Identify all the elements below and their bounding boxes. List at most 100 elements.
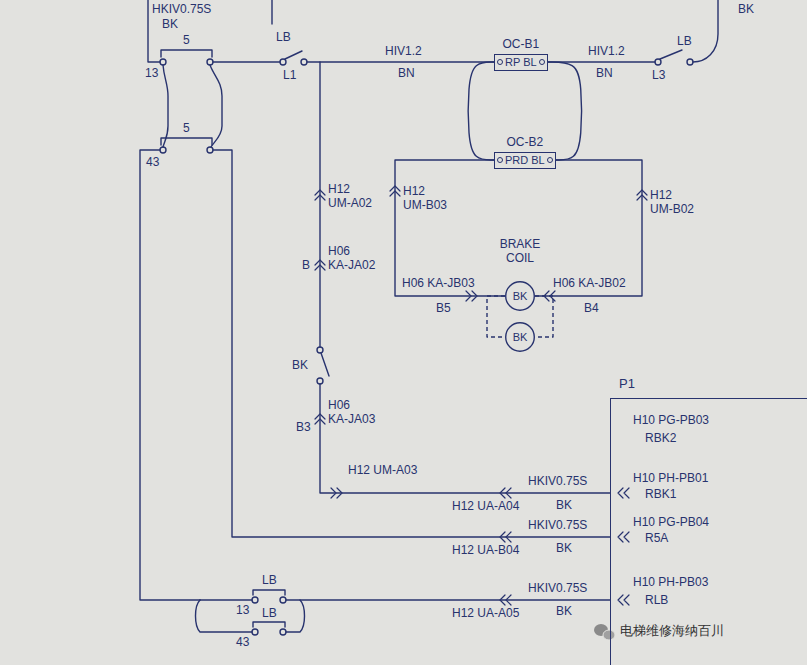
plug-code: H12 — [328, 182, 350, 196]
contact-blade — [321, 353, 329, 376]
signal-name: RLB — [645, 593, 668, 607]
terminal-name: B3 — [296, 420, 311, 434]
coil-label: BK — [513, 331, 528, 344]
terminal-number: L3 — [652, 68, 665, 82]
wire-color: BK — [556, 604, 572, 618]
wire — [210, 65, 222, 147]
plug-symbol — [315, 414, 325, 424]
terminal-number: 13 — [145, 66, 158, 80]
terminal — [252, 597, 258, 603]
terminal — [280, 59, 286, 65]
pin-name: UM-B03 — [403, 198, 447, 212]
pin-name: KA-JA02 — [328, 258, 375, 272]
terminal — [160, 59, 166, 65]
plug-code: H06 — [328, 398, 350, 412]
relay-contact — [253, 590, 285, 595]
wire — [319, 62, 320, 347]
wechat-icon — [594, 624, 615, 640]
coil-title: BRAKE COIL — [492, 237, 548, 265]
connector-box: OC-B2PRD BL — [494, 152, 556, 169]
wire — [196, 600, 253, 632]
contact-name: LB — [262, 573, 277, 587]
plug-symbol — [618, 532, 629, 542]
terminal — [252, 629, 258, 635]
signal-name: RBK1 — [645, 487, 676, 501]
relay-name: 5 — [183, 121, 190, 135]
wire-spec: HIV1.2 — [588, 44, 625, 58]
wire — [163, 65, 168, 147]
relay-contact — [253, 622, 285, 627]
terminal — [207, 147, 213, 153]
connector-box: OC-B1RP BL — [494, 54, 548, 71]
wire — [200, 599, 252, 600]
signal-name: R5A — [645, 531, 668, 545]
box-heading: OC-B1 — [502, 37, 539, 51]
wire — [395, 160, 505, 296]
terminal — [317, 378, 323, 384]
pin-name: H06 KA-JB02 — [553, 276, 626, 290]
coil-circle — [506, 323, 535, 352]
plug-symbol — [618, 488, 629, 498]
terminal-name: B — [302, 258, 310, 272]
brake-coil: BK — [505, 322, 535, 352]
contact-name: BK — [292, 358, 308, 372]
plug-symbol — [315, 260, 325, 270]
contact-blade — [285, 51, 302, 59]
wire-color: BK — [738, 2, 754, 16]
terminal — [280, 629, 286, 635]
terminal-name: B5 — [436, 301, 451, 315]
plug-symbol — [500, 595, 511, 605]
wire-color: BK — [556, 498, 572, 512]
wire — [140, 150, 200, 600]
wire — [548, 62, 582, 160]
pin-name: UM-A02 — [328, 196, 372, 210]
pin-name: H12 UA-A05 — [452, 606, 519, 620]
pin-name: H10 PG-PB04 — [633, 515, 709, 529]
pin-name: H12 UA-A04 — [452, 499, 519, 513]
wire-spec: HIV1.2 — [385, 44, 422, 58]
plug-code: H06 — [328, 244, 350, 258]
contact-name: LB — [677, 34, 692, 48]
wire-spec: HKIV0.75S — [152, 2, 211, 16]
terminal-number: 13 — [236, 603, 249, 617]
wire-spec: HKIV0.75S — [528, 518, 587, 532]
pin-name: H12 UA-B04 — [452, 543, 519, 557]
pin-name: H10 PH-PB01 — [633, 471, 708, 485]
pin-name: KA-JA03 — [328, 412, 375, 426]
terminal-number: L1 — [283, 68, 296, 82]
wire — [487, 296, 505, 337]
wire — [271, 0, 272, 24]
terminal — [655, 59, 661, 65]
signal-name: RBK2 — [645, 431, 676, 445]
wire — [286, 599, 610, 600]
pin-name: UM-B02 — [650, 202, 694, 216]
terminal — [317, 347, 323, 353]
terminal-name: B4 — [584, 301, 599, 315]
wire — [213, 61, 280, 62]
brake-coil: BK — [505, 281, 535, 311]
relay-contact — [161, 138, 212, 145]
wire-color: BN — [596, 66, 613, 80]
wire — [468, 62, 494, 160]
wire-color: BK — [162, 17, 178, 31]
contact-blade — [660, 50, 682, 59]
terminal-number: 43 — [146, 155, 159, 169]
terminal — [207, 59, 213, 65]
box-heading: OC-B2 — [507, 135, 544, 149]
plug-symbol — [500, 532, 511, 542]
terminal-strip: RP BL — [505, 56, 537, 68]
wire — [535, 296, 553, 337]
terminal — [280, 597, 286, 603]
terminal — [301, 59, 307, 65]
wire-spec: HKIV0.75S — [528, 474, 587, 488]
pin-name: H10 PH-PB03 — [633, 575, 708, 589]
panel-heading: P1 — [619, 377, 635, 391]
wire-spec: HKIV0.75S — [528, 581, 587, 595]
contact-name: LB — [276, 30, 291, 44]
pin-name: H12 UM-A03 — [348, 463, 417, 477]
terminal — [160, 147, 166, 153]
coil-circle — [506, 282, 535, 311]
pin-name: H10 PG-PB03 — [633, 413, 709, 427]
relay-contact — [161, 50, 212, 57]
